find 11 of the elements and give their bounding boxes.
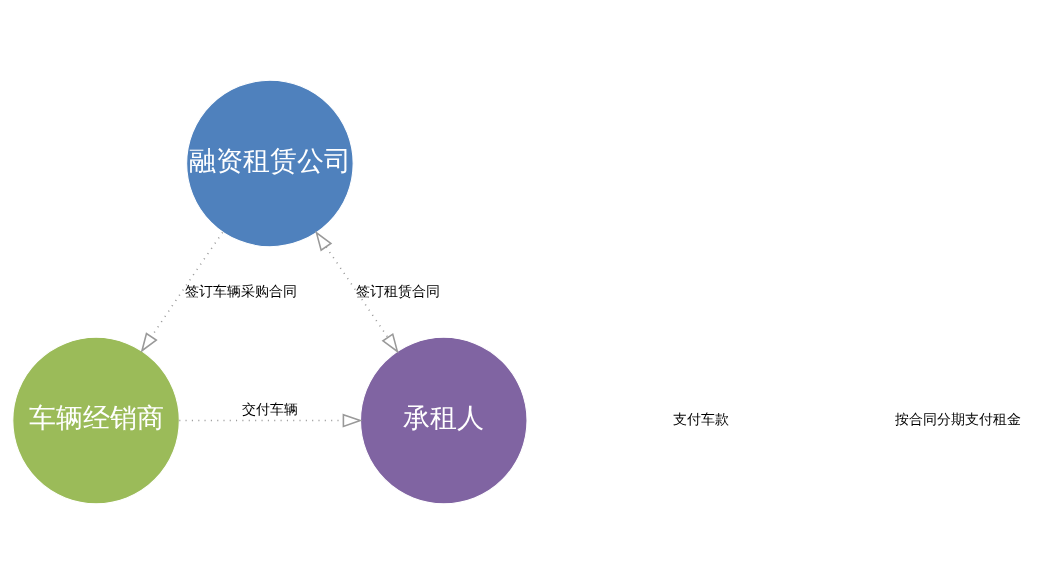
node-circle: 车辆经销商 bbox=[12, 336, 180, 504]
node-circle: 融资租赁公司 bbox=[186, 79, 354, 247]
arrow bbox=[140, 231, 224, 353]
node-circle: 承租人 bbox=[360, 336, 528, 504]
edge-label: 签订租赁合同 bbox=[355, 282, 440, 299]
edge-label: 交付车辆 bbox=[241, 400, 298, 417]
label: 按合同分期支付租金 bbox=[894, 410, 1021, 427]
arrow bbox=[178, 413, 363, 428]
edge-label: 签订车辆采购合同 bbox=[184, 282, 297, 299]
arrow bbox=[315, 230, 399, 353]
label: 支付车款 bbox=[672, 410, 729, 427]
